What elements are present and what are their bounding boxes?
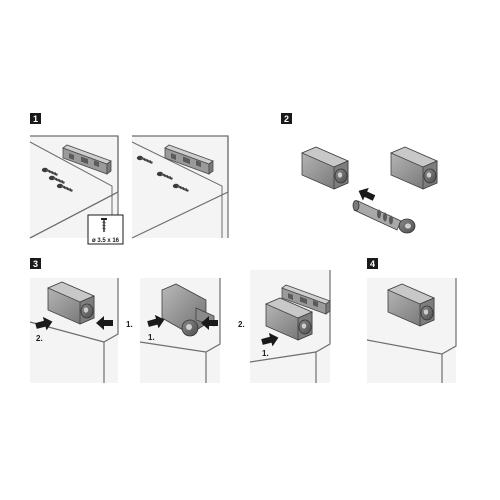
screw-spec-box: ø 3.5 x 16 [87,214,124,245]
step-4-panel [366,278,457,383]
step-1-panel-a [29,135,119,239]
svg-text:1: 1 [33,114,38,124]
step-3-panel-c: 1. [249,270,331,383]
svg-text:3: 3 [33,259,38,269]
svg-text:4: 4 [370,259,375,269]
step-1-panel-b [131,135,229,239]
step-4-badge: 4 [367,258,378,269]
order-label: 2. [36,334,43,343]
order-label: 1. [148,333,155,342]
step-3-panel-a: 2. 1. [29,278,133,383]
step-3-badge: 3 [30,258,41,269]
order-label: 1. [262,349,269,358]
push-latch-icon [390,146,438,190]
step-3-panel-b: 1. 2. [139,278,245,383]
plunger-icon [352,200,416,234]
screw-spec-label: ø 3.5 x 16 [92,238,120,244]
order-label: 1. [126,320,133,329]
step-1-badge: 1 [30,113,41,124]
push-latch-icon [301,146,349,190]
svg-text:2: 2 [284,114,289,124]
step-2-badge: 2 [281,113,292,124]
order-label: 2. [238,320,245,329]
